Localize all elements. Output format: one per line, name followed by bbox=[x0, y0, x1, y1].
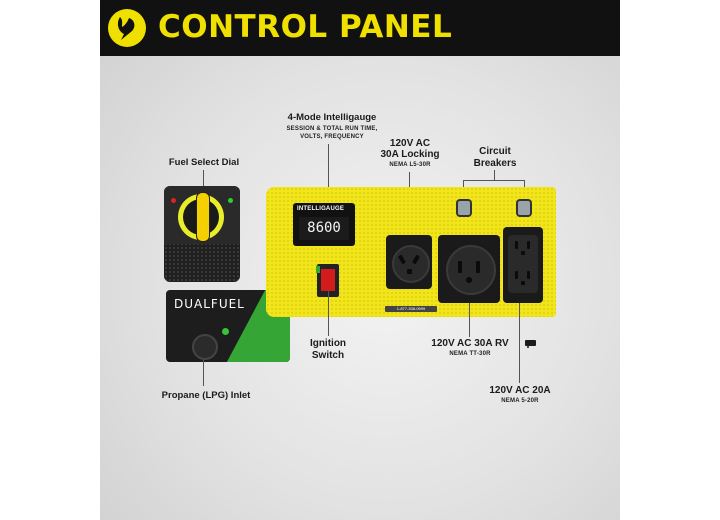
locking-label-1: 120V AC bbox=[389, 138, 431, 149]
outlet-slot bbox=[521, 281, 525, 285]
outlet-slot bbox=[458, 261, 462, 273]
intelligauge-sub1: SESSION & TOTAL RUN TIME, bbox=[286, 126, 378, 132]
propane-label: Propane (LPG) Inlet bbox=[161, 390, 251, 401]
outlet-30a-locking[interactable] bbox=[386, 235, 432, 289]
ac20-sub: NEMA 5-20R bbox=[501, 398, 539, 404]
fuel-select-label: Fuel Select Dial bbox=[168, 157, 240, 168]
dual-fuel-logo: DUALFUEL bbox=[174, 297, 245, 311]
ignition-rocker[interactable] bbox=[321, 269, 335, 291]
breakers-leader-h bbox=[463, 180, 525, 181]
fuel-select-dial[interactable] bbox=[164, 186, 240, 282]
outlet-slot bbox=[476, 261, 480, 273]
outlet-slot bbox=[527, 241, 530, 249]
ignition-switch[interactable] bbox=[317, 264, 339, 297]
intelligauge-display: INTELLIGAUGE 8600 bbox=[293, 203, 355, 246]
rv-sub: NEMA TT-30R bbox=[449, 351, 491, 357]
dial-green-indicator bbox=[228, 198, 233, 203]
circuit-breaker-left[interactable] bbox=[456, 199, 472, 217]
header-bar: CONTROL PANEL bbox=[100, 0, 620, 56]
outlet-slot bbox=[407, 269, 412, 274]
locking-label-2: 30A Locking bbox=[380, 149, 440, 160]
dual-fuel-indicator bbox=[222, 328, 229, 335]
breakers-label-1: Circuit bbox=[479, 146, 511, 157]
outlet-30a-rv[interactable] bbox=[438, 235, 500, 303]
brand-logo-icon bbox=[108, 9, 146, 47]
main-control-panel: INTELLIGAUGE 8600 1-877-338-0999 bbox=[266, 187, 556, 317]
outlet-20a[interactable] bbox=[503, 227, 543, 303]
breakers-label-2: Breakers bbox=[473, 158, 517, 169]
rv-leader bbox=[469, 303, 470, 337]
ignition-green-light bbox=[316, 266, 320, 273]
intelligauge-label: 4-Mode Intelligauge bbox=[287, 112, 377, 123]
outlet-slot bbox=[515, 241, 518, 249]
intelligauge-screen: 8600 bbox=[299, 217, 349, 240]
ac20-label: 120V AC 20A bbox=[489, 385, 551, 396]
rv-icon bbox=[525, 340, 536, 348]
propane-leader bbox=[203, 360, 204, 386]
outlet-slot bbox=[521, 251, 525, 255]
fuel-select-leader bbox=[203, 170, 204, 190]
locking-sub: NEMA L5-30R bbox=[389, 162, 431, 168]
ignition-label-2: Switch bbox=[311, 350, 345, 361]
propane-inlet[interactable] bbox=[192, 334, 218, 360]
breakers-leader-v bbox=[494, 170, 495, 180]
phone-strip: 1-877-338-0999 bbox=[385, 306, 437, 312]
circuit-breaker-right[interactable] bbox=[516, 199, 532, 217]
outlet-30a-rv-face bbox=[446, 245, 496, 295]
dial-knob[interactable] bbox=[196, 192, 210, 242]
control-panel-graphic: CONTROL PANEL 4-Mode Intelligauge SESSIO… bbox=[100, 0, 620, 520]
ac20-leader bbox=[519, 303, 520, 383]
intelligauge-sub2: VOLTS, FREQUENCY bbox=[300, 134, 364, 140]
rv-label: 120V AC 30A RV bbox=[431, 338, 509, 349]
ignition-leader bbox=[328, 290, 329, 336]
outlet-slot bbox=[527, 271, 530, 279]
intelligauge-brand: INTELLIGAUGE bbox=[297, 206, 345, 212]
outlet-30a-locking-face bbox=[392, 245, 430, 283]
intelligauge-leader bbox=[328, 144, 329, 206]
dial-red-indicator bbox=[171, 198, 176, 203]
outlet-slot bbox=[515, 271, 518, 279]
outlet-slot bbox=[466, 277, 472, 283]
page-title: CONTROL PANEL bbox=[158, 9, 453, 45]
ignition-label-1: Ignition bbox=[309, 338, 347, 349]
